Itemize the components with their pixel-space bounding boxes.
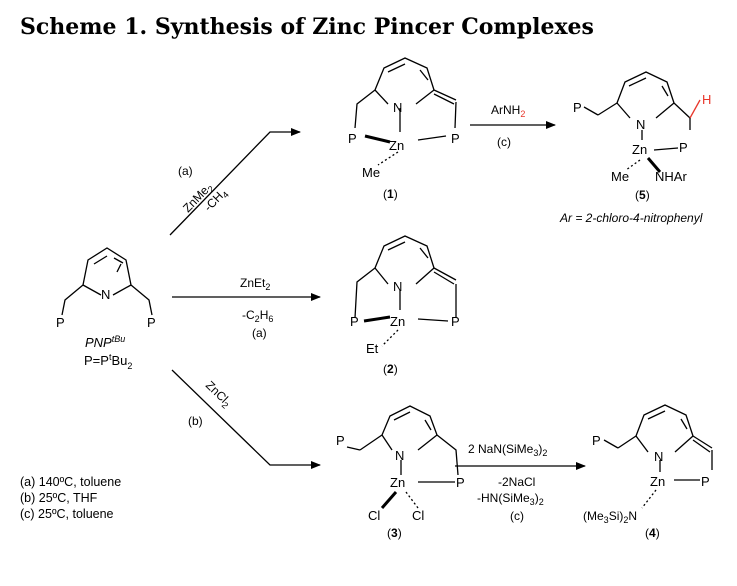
arrow-b	[171, 369, 321, 469]
arrow-a2-byproduct: -C2H6	[242, 308, 273, 324]
complex-3-cl-left: Cl	[368, 508, 380, 523]
complex-4-p-right: P	[701, 474, 710, 489]
complex-1-label: (1)	[383, 187, 398, 201]
complex-1-structure	[354, 57, 457, 166]
complex-2-n-atom: N	[393, 279, 402, 294]
arrow-a1-letter: (a)	[178, 164, 193, 178]
complex-3-label: (3)	[387, 526, 402, 540]
condition-c: (c) 25ºC, toluene	[20, 507, 114, 521]
complex-5-h-atom: H	[702, 92, 711, 107]
arrow-c5-letter: (c)	[497, 135, 511, 149]
arrow-b-reagent: ZnCl2	[202, 378, 235, 411]
complex-4-p-left: P	[592, 433, 601, 448]
complex-5-zn-atom: Zn	[632, 142, 647, 157]
reactant-definition: P=PtBu2	[84, 352, 132, 371]
complex-4-label: (4)	[645, 526, 660, 540]
complex-5-p-right: P	[679, 140, 688, 155]
condition-a: (a) 140ºC, toluene	[20, 475, 121, 489]
reactant-name: PNPtBu	[85, 334, 125, 350]
complex-1-zn-atom: Zn	[389, 138, 404, 153]
complex-3-cl-right: Cl	[412, 508, 424, 523]
arrow-c4-byproduct1: -2NaCl	[498, 475, 535, 489]
complex-5-p-left: P	[573, 100, 582, 115]
complex-5-me: Me	[611, 169, 629, 184]
complex-3-zn-atom: Zn	[390, 475, 405, 490]
condition-b: (b) 25ºC, THF	[20, 491, 98, 505]
complex-2-structure	[354, 235, 457, 347]
arrow-a2-reagent: ZnEt2	[240, 276, 270, 292]
arrow-c4-byproduct2: -HN(SiMe3)2	[477, 491, 544, 507]
complex-3-n-atom: N	[395, 448, 404, 463]
complex-2-et: Et	[366, 341, 379, 356]
complex-4-amide: (Me3Si)2N	[583, 509, 637, 525]
arrow-b-letter: (b)	[188, 414, 203, 428]
scheme-title: Scheme 1. Synthesis of Zinc Pincer Compl…	[20, 14, 594, 40]
complex-4-structure	[603, 404, 713, 509]
complex-5-structure	[583, 71, 701, 173]
arrow-a2-letter: (a)	[252, 326, 267, 340]
complex-5-label: (5)	[635, 188, 650, 202]
reactant-p-left: P	[56, 315, 65, 330]
complex-3-p-left: P	[336, 433, 345, 448]
complex-5-n-atom: N	[636, 117, 645, 132]
complex-4-n-atom: N	[654, 449, 663, 464]
complex-5-nhar: NHAr	[655, 169, 687, 184]
complex-2-label: (2)	[383, 362, 398, 376]
reactant-n-atom: N	[101, 287, 110, 302]
reactant-structure	[61, 247, 153, 316]
arrow-c4-reagent: 2 NaN(SiMe3)2	[468, 442, 547, 458]
complex-3-p-right: P	[456, 475, 465, 490]
ar-definition-note: Ar = 2-chloro-4-nitrophenyl	[559, 211, 703, 225]
complex-2-zn-atom: Zn	[390, 314, 405, 329]
reactant-p-right: P	[147, 315, 156, 330]
arrow-c5-reagent: ArNH2	[491, 103, 525, 119]
complex-1-n-atom: N	[393, 100, 402, 115]
arrow-a1	[169, 128, 301, 236]
arrow-c4-letter: (c)	[510, 509, 524, 523]
complex-1-p-left: P	[348, 131, 357, 146]
complex-2-p-left: P	[350, 314, 359, 329]
complex-1-p-right: P	[451, 131, 460, 146]
complex-3-structure	[346, 405, 459, 509]
complex-2-p-right: P	[451, 314, 460, 329]
complex-4-zn-atom: Zn	[650, 474, 665, 489]
complex-1-me: Me	[362, 165, 380, 180]
